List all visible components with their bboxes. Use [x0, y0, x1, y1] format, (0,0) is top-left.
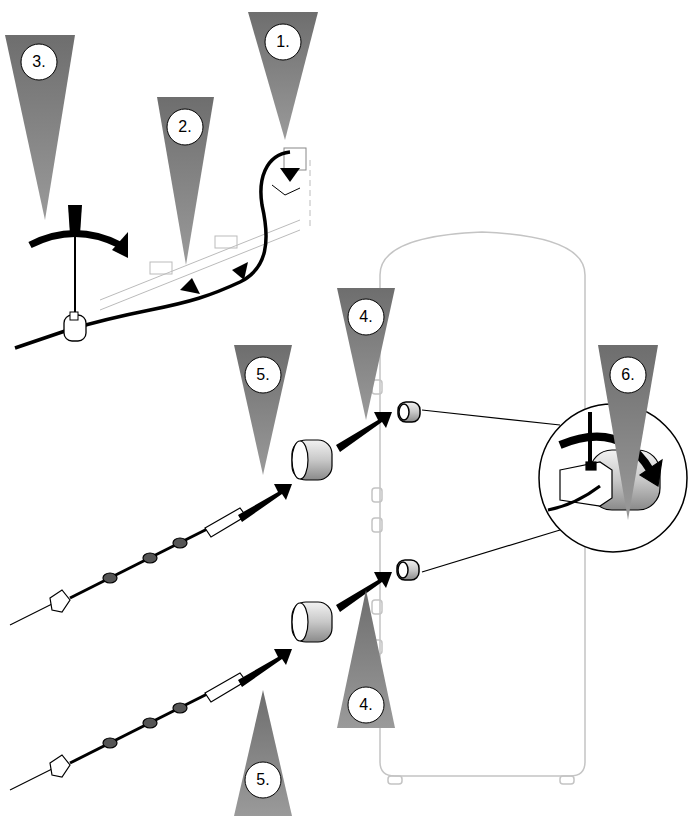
callout-number: 3.: [32, 54, 45, 70]
callout-number: 1.: [276, 34, 289, 50]
callout-number: 4.: [359, 697, 372, 713]
callout-number: 2.: [178, 119, 191, 135]
detail-magnifier: [422, 404, 687, 572]
insulation-sleeve: [292, 440, 332, 642]
callout-number: 5.: [256, 772, 269, 788]
callout-number: 6.: [621, 367, 634, 383]
immersion-sleeve: [397, 402, 420, 580]
callout-number: 4.: [359, 309, 372, 325]
temperature-sensor: [10, 508, 246, 790]
cable-routing: [15, 148, 310, 348]
callout-number: 5.: [256, 367, 269, 383]
callout-marker: [5, 12, 658, 816]
